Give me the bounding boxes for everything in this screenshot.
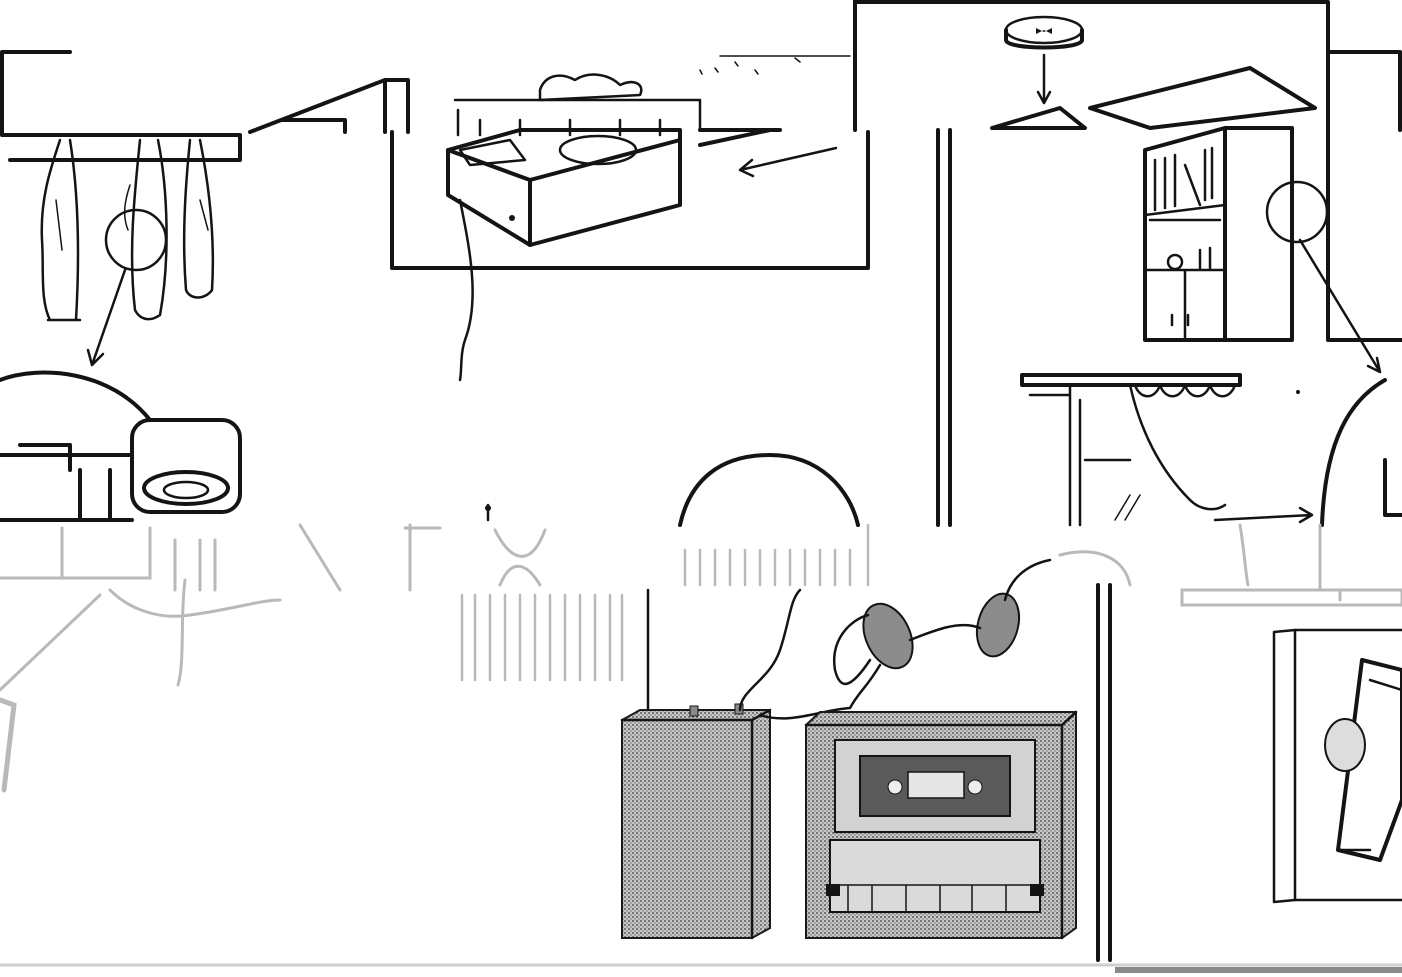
drawer-box-icon [446,128,682,247]
connecting-cable [738,588,882,720]
round-disc-bug-icon [1004,15,1084,50]
faded-strip [0,523,1402,692]
ceiling-panel [853,0,1402,132]
drawer-panel [248,55,870,382]
center-antenna-arc [485,453,860,527]
wall-device-panel [1272,628,1402,904]
magnifier-circle-left [104,208,168,272]
headphones-icon [832,558,1052,686]
receiver-and-recorder-panel [620,558,1112,962]
bug-device-closeup-left [0,370,242,522]
cabinet-icon [1143,126,1402,342]
pointer-arrow-right [1298,238,1382,374]
wardrobe-panel [0,50,242,522]
wall-device-icon [1272,628,1402,904]
partial-device-left [0,697,17,793]
hanging-clothes-icon [40,138,215,322]
pointer-arrow-drawer [738,146,838,178]
bookshelf-room-panel [936,126,1402,527]
pointer-arrow-window [1213,506,1314,524]
drawer-cable [458,198,474,382]
pointer-arrow-ceiling [1036,53,1052,105]
tape-recorder-icon [804,710,1078,940]
radio-receiver-icon [620,703,772,940]
pointer-arrow-left [86,268,127,367]
magnifier-circle-right [1265,180,1329,244]
window-with-curtain [1020,373,1242,527]
